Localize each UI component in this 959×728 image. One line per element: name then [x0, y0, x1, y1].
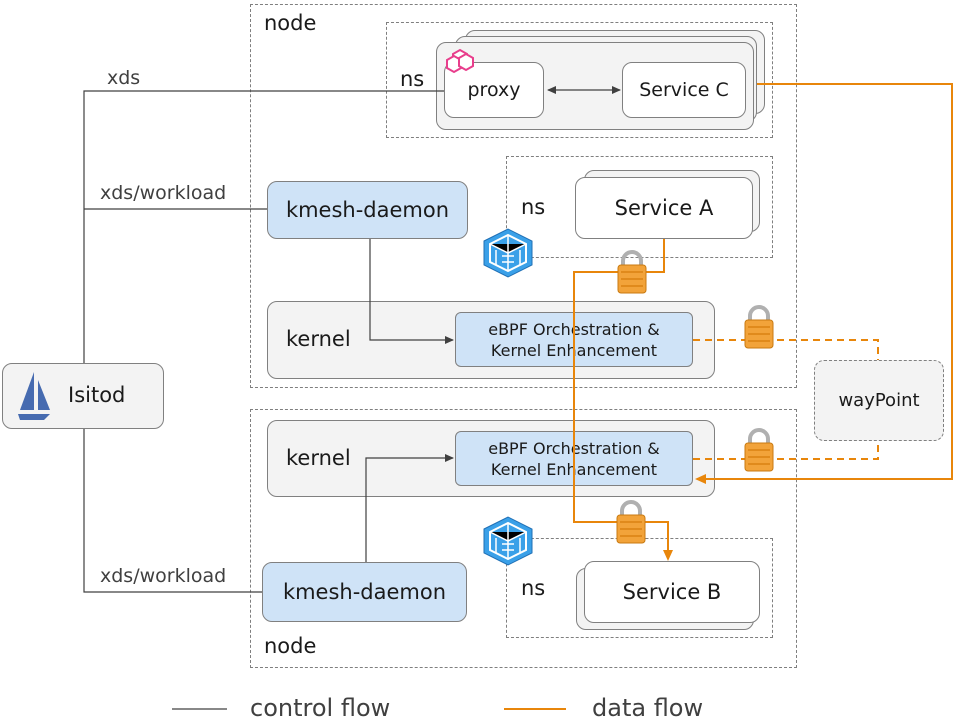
istio-sail-icon: [18, 372, 50, 420]
service-a-to-service-b-line: [573, 239, 673, 561]
xds-line: [83, 90, 444, 363]
ebpf-bottom-waypoint-dashed: [693, 441, 879, 460]
service-a-label: Service A: [614, 196, 714, 220]
xds-workload-bottom-label: xds/workload: [100, 565, 227, 587]
service-c-to-ebpf-line: [695, 83, 953, 484]
proxy-box: proxy: [444, 62, 544, 118]
ns-service-a-label: ns: [521, 195, 546, 219]
istiod-label: Isitod: [68, 383, 126, 407]
service-c-label: Service C: [639, 79, 729, 101]
legend-control-flow-label: control flow: [250, 694, 391, 722]
kmesh-bottom-to-ebpf-line: [365, 454, 454, 562]
kernel-bottom-label: kernel: [286, 446, 351, 470]
xds-label: xds: [107, 67, 141, 89]
kmesh-daemon-bottom-label: kmesh-daemon: [282, 580, 447, 604]
service-b-label: Service B: [622, 580, 722, 604]
node-top-group: [250, 4, 797, 388]
padlock-icon: [617, 250, 647, 294]
control-flow-lines: [83, 86, 621, 593]
node-bottom-group: [250, 409, 797, 668]
ebpf-top-waypoint-dashed: [693, 339, 879, 360]
kmesh-daemon-top-box: kmesh-daemon: [267, 181, 468, 239]
kmesh-daemon-bottom-box: kmesh-daemon: [262, 562, 467, 622]
kernel-top-label: kernel: [286, 327, 351, 351]
ns-service-b-label: ns: [521, 576, 546, 600]
service-b-box: Service B: [584, 561, 760, 623]
envoy-hexagon-icon: [446, 48, 474, 74]
ns-proxy-label: ns: [400, 67, 425, 91]
node-top-label: node: [264, 11, 317, 35]
padlock-icon: [616, 500, 646, 544]
service-a-box: Service A: [575, 177, 753, 239]
ns-proxy-group: [386, 22, 773, 138]
kmesh-cube-icon: [483, 228, 533, 278]
xds-workload-top-label: xds/workload: [100, 182, 227, 204]
kmesh-top-to-ebpf-line: [369, 239, 454, 344]
kmesh-daemon-top-label: kmesh-daemon: [285, 198, 450, 222]
service-c-box: Service C: [622, 62, 746, 118]
padlock-icon: [744, 305, 774, 349]
padlock-icon: [744, 428, 774, 472]
proxy-label: proxy: [467, 79, 521, 101]
waypoint-label: wayPoint: [838, 390, 920, 411]
xds-workload-bottom-line: [83, 429, 262, 593]
legend-data-flow-label: data flow: [592, 694, 704, 722]
kmesh-cube-icon: [483, 516, 533, 566]
waypoint-box: wayPoint: [814, 360, 944, 441]
node-bottom-label: node: [264, 634, 317, 658]
